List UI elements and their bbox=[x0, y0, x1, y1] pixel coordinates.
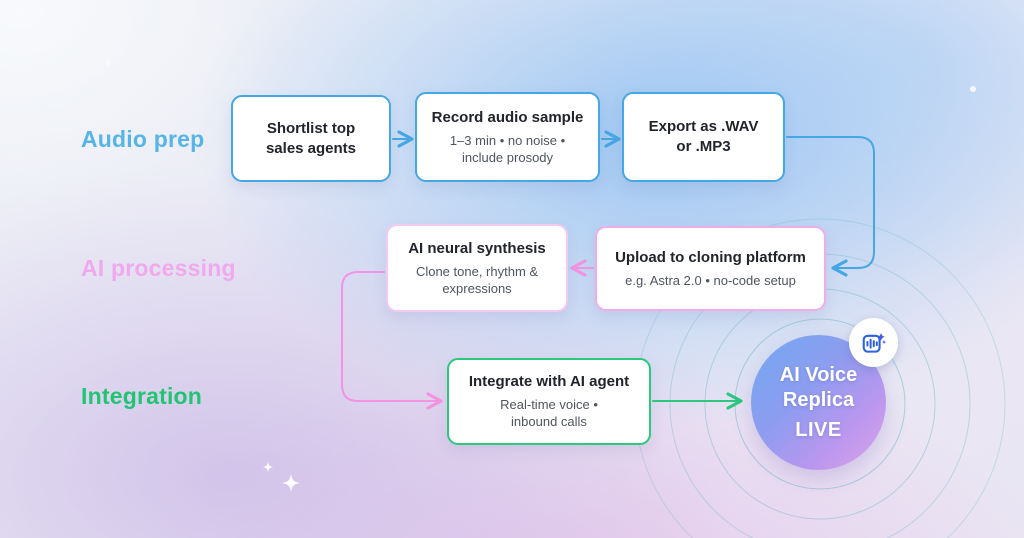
step-title: Record audio sample bbox=[431, 108, 584, 126]
step-subtitle: Real-time voice • inbound calls bbox=[500, 396, 598, 430]
result-text-line: Replica bbox=[782, 388, 855, 411]
step-shortlist-sales-agents: Shortlist top sales agents bbox=[231, 95, 391, 182]
step-title: Integrate with AI agent bbox=[468, 373, 630, 391]
row-label-audio-prep: Audio prep bbox=[81, 126, 205, 152]
step-subtitle: Clone tone, rhythm & expressions bbox=[416, 263, 538, 297]
step-subtitle: e.g. Astra 2.0 • no-code setup bbox=[625, 272, 796, 288]
step-title-line: Shortlist top bbox=[266, 119, 356, 137]
step-record-audio-sample: Record audio sample 1–3 min • no noise •… bbox=[415, 92, 600, 182]
row-label-ai-processing: AI processing bbox=[81, 255, 236, 281]
step-title: Shortlist top sales agents bbox=[266, 119, 356, 159]
step-title: Upload to cloning platform bbox=[615, 249, 806, 267]
step-subtitle-line: inbound calls bbox=[511, 414, 587, 430]
step-title-line: or .MP3 bbox=[676, 138, 731, 155]
result-live-label: LIVE bbox=[795, 418, 842, 441]
step-export-wav-mp3: Export as .WAV or .MP3 bbox=[622, 92, 785, 182]
step-subtitle: 1–3 min • no noise • include prosody bbox=[450, 132, 565, 166]
step-subtitle-line: 1–3 min • no noise • bbox=[449, 132, 566, 148]
step-title-line: Export as .WAV bbox=[648, 118, 759, 136]
step-title-line: sales agents bbox=[265, 139, 357, 157]
step-title: AI neural synthesis bbox=[408, 239, 546, 257]
voice-badge bbox=[849, 318, 898, 367]
step-integrate-ai-agent: Integrate with AI agent Real-time voice … bbox=[447, 358, 651, 445]
step-upload-cloning-platform: Upload to cloning platform e.g. Astra 2.… bbox=[595, 226, 826, 311]
step-subtitle-line: Real-time voice • bbox=[500, 397, 598, 413]
step-ai-neural-synthesis: AI neural synthesis Clone tone, rhythm &… bbox=[386, 224, 568, 312]
step-title: Export as .WAV or .MP3 bbox=[649, 117, 759, 157]
voice-clone-document-icon bbox=[862, 332, 886, 353]
result-text-line: AI Voice bbox=[779, 363, 858, 386]
step-subtitle-line: expressions bbox=[442, 280, 512, 296]
step-subtitle-line: include prosody bbox=[461, 149, 554, 165]
row-label-integration: Integration bbox=[81, 383, 203, 409]
step-subtitle-line: Clone tone, rhythm & bbox=[415, 263, 539, 279]
